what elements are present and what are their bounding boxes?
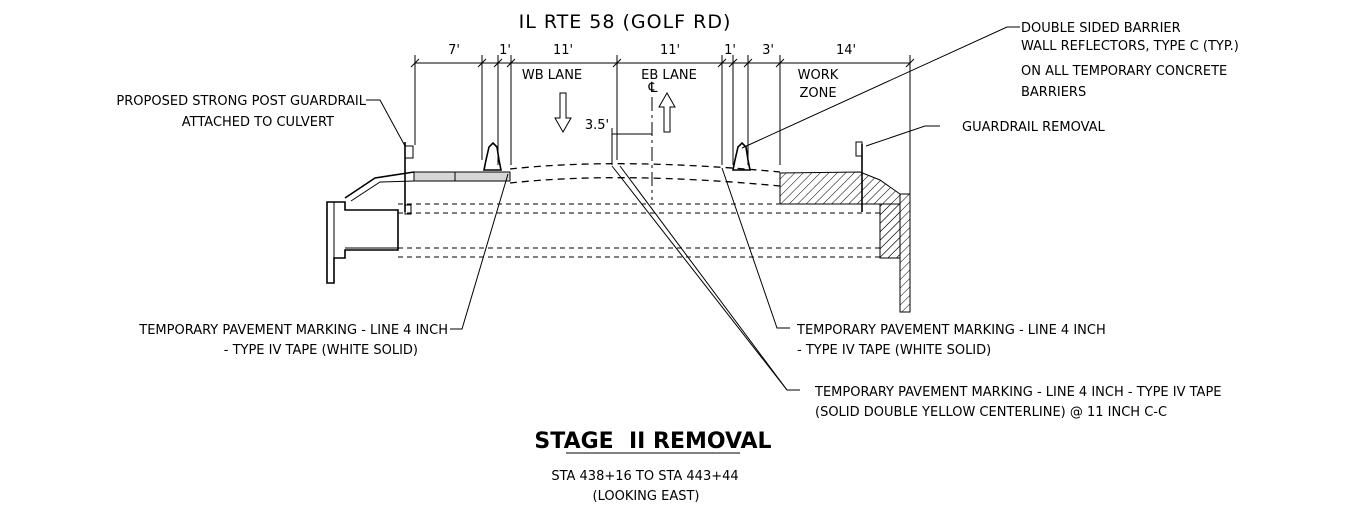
wb-direction-arrow-icon [554,92,572,134]
reflectors-callout-3: ON ALL TEMPORARY CONCRETE [1021,64,1227,79]
marking-left-callout-2: - TYPE IV TAPE (WHITE SOLID) [224,343,418,358]
reflectors-callout-2: WALL REFLECTORS, TYPE C (TYP.) [1021,39,1239,54]
guardrail-callout-1: PROPOSED STRONG POST GUARDRAIL [116,94,366,109]
marking-right-callout-2: - TYPE IV TAPE (WHITE SOLID) [797,343,991,358]
marking-right-callout-1: TEMPORARY PAVEMENT MARKING - LINE 4 INCH [796,323,1106,338]
wb-lane-label: WB LANE [522,68,582,83]
centerline-symbol: ℄ [648,80,658,96]
reflectors-callout-1: DOUBLE SIDED BARRIER [1021,21,1181,36]
stage-title: STAGE II REMOVAL [534,429,771,454]
eb-lane-label: EB LANE [641,68,697,83]
leader-lines [366,26,1020,391]
offset-dimension: 3.5' [585,118,652,165]
guardrail-removal-callout: GUARDRAIL REMOVAL [962,120,1106,135]
dim-1ft-left: 1' [499,43,511,58]
centerline: ℄ [648,80,658,200]
marking-left-callout-1: TEMPORARY PAVEMENT MARKING - LINE 4 INCH [138,323,448,338]
station-range: STA 438+16 TO STA 443+44 [551,469,738,484]
left-barrier [483,141,502,171]
dim-1ft-right: 1' [724,43,736,58]
dim-14ft: 14' [836,43,856,58]
dimension-string: 7' 1' 11' 11' 1' 3' 14' [410,43,915,195]
dim-3ft: 3' [762,43,774,58]
eb-direction-arrow-icon [658,91,676,133]
marking-center-callout-2: (SOLID DOUBLE YELLOW CENTERLINE) @ 11 IN… [815,405,1167,420]
offset-dim-label: 3.5' [585,118,609,133]
marking-center-callout-1: TEMPORARY PAVEMENT MARKING - LINE 4 INCH… [814,385,1222,400]
right-removal-area [779,141,911,313]
pavement-bottom [509,177,781,187]
left-culvert-wall [326,201,399,284]
dim-11ft-wb: 11' [553,43,573,58]
dim-7ft: 7' [448,43,460,58]
dim-11ft-eb: 11' [660,43,680,58]
reflectors-callout-4: BARRIERS [1021,85,1086,100]
pavement-profile [509,163,781,173]
left-shoulder [344,142,511,215]
guardrail-callout-2: ATTACHED TO CULVERT [182,115,334,130]
right-barrier [732,141,751,171]
work-zone-label-1: WORK [798,68,839,83]
view-direction: (LOOKING EAST) [593,489,700,504]
road-title: IL RTE 58 (GOLF RD) [519,11,732,33]
work-zone-label-2: ZONE [799,86,836,101]
